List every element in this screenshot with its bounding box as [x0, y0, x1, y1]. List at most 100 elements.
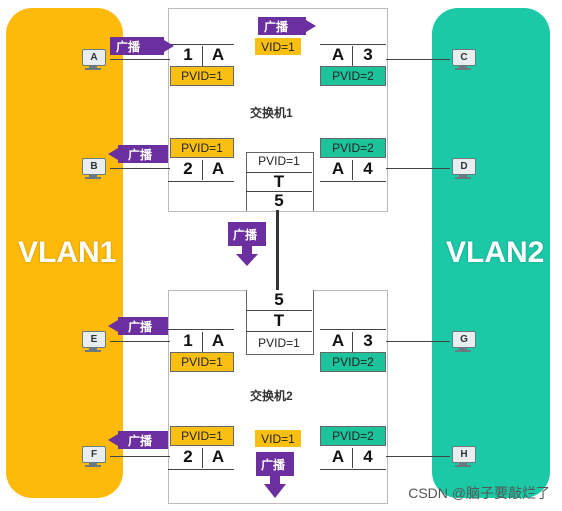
sw2-port5-div2 — [246, 331, 312, 332]
trunk-link — [276, 210, 279, 290]
arrow-right-icon — [258, 17, 316, 35]
sw1-port1-pvid: PVID=1 — [170, 66, 234, 86]
sw2-port1-pvid: PVID=1 — [170, 352, 234, 372]
sw2-port3-number: 3 — [363, 331, 373, 350]
sw2-port1-mode: A — [211, 331, 225, 350]
sw1-port4-bottom — [320, 181, 386, 182]
sw2-port4-mode: A — [331, 447, 345, 466]
host-a-label: A — [82, 49, 106, 66]
broadcast-label-e: 广播 — [128, 320, 153, 334]
broadcast-arrow-b: 广播 — [108, 144, 168, 164]
sw2-port1-number: 1 — [183, 331, 193, 350]
host-e: E — [80, 331, 106, 353]
sw2-port3-pvid: PVID=2 — [320, 352, 386, 372]
broadcast-label-sw1-top: 广播 — [264, 20, 289, 34]
sw2-port5-pvid: PVID=1 — [258, 336, 300, 350]
arrow-left-icon — [108, 431, 168, 449]
sw1-port3-pvid: PVID=2 — [320, 66, 386, 86]
sw2-port2-number: 2 — [183, 447, 193, 466]
host-f: F — [80, 446, 106, 468]
host-h: H — [450, 446, 476, 468]
sw1-port4-number: 4 — [363, 159, 373, 178]
sw1-port3-sep — [352, 46, 353, 66]
arrow-left-icon — [108, 145, 168, 163]
host-f-label: F — [82, 446, 106, 463]
link-b — [110, 168, 170, 169]
host-a: A — [80, 49, 106, 71]
broadcast-arrow-sw1-top: 广播 — [258, 16, 318, 36]
host-g-label: G — [452, 331, 476, 348]
sw1-port5-div2 — [246, 191, 312, 192]
broadcast-arrow-sw2-bottom: 广播 — [256, 452, 296, 500]
host-e-label: E — [82, 331, 106, 348]
sw1-port5-pvid: PVID=1 — [258, 154, 300, 168]
sw1-port2-number: 2 — [183, 159, 193, 178]
sw1-port3-mode: A — [331, 45, 345, 64]
vlan1-region — [6, 8, 123, 498]
arrow-down-icon — [256, 452, 294, 498]
sw1-port1-number: 1 — [183, 45, 193, 64]
sw1-port5-mode: T — [273, 172, 285, 191]
broadcast-arrow-e: 广播 — [108, 316, 168, 336]
sw1-port2-mode: A — [211, 159, 225, 178]
host-c: C — [450, 49, 476, 71]
vlan2-region — [432, 8, 550, 498]
sw2-port2-mode: A — [211, 447, 225, 466]
host-c-label: C — [452, 49, 476, 66]
broadcast-arrow-f: 广播 — [108, 430, 168, 450]
sw2-port3-mode: A — [331, 331, 345, 350]
link-d — [386, 168, 450, 169]
link-a — [110, 59, 170, 60]
sw1-port2-bottom — [168, 181, 234, 182]
link-c — [386, 59, 450, 60]
sw1-port1-mode: A — [211, 45, 225, 64]
link-f — [110, 456, 170, 457]
sw2-port2-sep — [202, 448, 203, 468]
sw2-port4-bottom — [320, 469, 386, 470]
sw1-port4-mode: A — [331, 159, 345, 178]
sw1-vid-tag: VID=1 — [255, 38, 301, 55]
sw2-port5-mode: T — [273, 311, 285, 330]
link-h — [386, 456, 450, 457]
switch2-title: 交换机2 — [250, 389, 293, 403]
broadcast-arrow-a: 广播 — [110, 36, 176, 56]
sw1-port1-sep — [202, 46, 203, 66]
sw2-port3-sep — [352, 332, 353, 352]
sw2-port5-box — [246, 290, 314, 355]
arrow-left-icon — [108, 317, 168, 335]
link-g — [386, 341, 450, 342]
port1-divider — [168, 44, 234, 45]
broadcast-label-trunk: 广播 — [233, 228, 258, 242]
broadcast-label-a: 广播 — [116, 40, 141, 54]
sw2-port1-sep — [202, 332, 203, 352]
vlan1-label: VLAN1 — [18, 236, 117, 269]
broadcast-arrow-trunk: 广播 — [228, 222, 268, 268]
arrow-right-icon — [110, 37, 174, 55]
sw2-port4-sep — [352, 448, 353, 468]
sw1-port4-sep — [352, 160, 353, 180]
sw2-port2-pvid: PVID=1 — [170, 426, 234, 446]
sw2-vid-tag: VID=1 — [255, 430, 301, 447]
broadcast-label-sw2-bottom: 广播 — [261, 458, 286, 472]
broadcast-label-f: 广播 — [128, 434, 153, 448]
host-d-label: D — [452, 158, 476, 175]
sw2-port5-number: 5 — [274, 290, 284, 309]
sw1-port4-pvid: PVID=2 — [320, 138, 386, 158]
host-h-label: H — [452, 446, 476, 463]
sw1-port2-pvid: PVID=1 — [170, 138, 234, 158]
host-b-label: B — [82, 158, 106, 175]
broadcast-label-b: 广播 — [128, 148, 153, 162]
sw2-port5-div1 — [246, 310, 312, 311]
arrow-down-icon — [228, 222, 266, 266]
host-d: D — [450, 158, 476, 180]
sw2-port1-top — [168, 329, 234, 330]
sw1-port5-number: 5 — [274, 191, 284, 210]
vlan2-label: VLAN2 — [446, 236, 545, 269]
sw1-port3-number: 3 — [363, 45, 373, 64]
sw1-port3-top — [320, 44, 386, 45]
sw1-port2-sep — [202, 160, 203, 180]
switch1-title: 交换机1 — [250, 106, 293, 120]
host-b: B — [80, 158, 106, 180]
sw2-port2-bottom — [168, 469, 234, 470]
sw2-port3-top — [320, 329, 386, 330]
